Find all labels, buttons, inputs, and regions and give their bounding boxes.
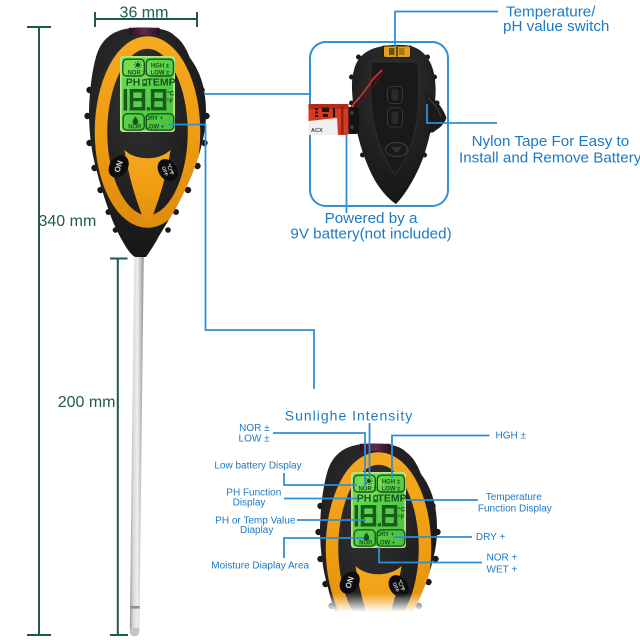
svg-text:Display: Display (233, 497, 266, 508)
svg-text:Temperature: Temperature (486, 492, 543, 503)
svg-text:36 mm: 36 mm (120, 5, 169, 22)
svg-text:DRY +: DRY + (476, 532, 506, 543)
svg-text:Temperature/: Temperature/ (506, 4, 596, 21)
svg-text:Nylon Tape For Easy to: Nylon Tape For Easy to (472, 133, 630, 150)
svg-text:PH or Temp Value: PH or Temp Value (215, 515, 296, 526)
svg-text:NOR +: NOR + (487, 552, 518, 563)
svg-text:Low battery Display: Low battery Display (214, 460, 301, 471)
svg-text:Diaplay: Diaplay (240, 525, 273, 536)
svg-text:LOW ±: LOW ± (239, 434, 271, 445)
svg-text:340 mm: 340 mm (39, 213, 97, 230)
svg-text:ACX: ACX (311, 128, 323, 134)
svg-text:Function Display: Function Display (478, 503, 552, 514)
svg-text:Powered by a: Powered by a (325, 210, 418, 227)
svg-text:WET +: WET + (487, 564, 518, 575)
svg-text:Moisture Diaplay Area: Moisture Diaplay Area (211, 560, 309, 571)
svg-text:PH Function: PH Function (226, 487, 281, 498)
svg-text:Install and Remove Battery: Install and Remove Battery (459, 150, 640, 167)
svg-text:Sunlighe Intensity: Sunlighe Intensity (285, 408, 414, 424)
svg-text:200 mm: 200 mm (58, 394, 116, 411)
svg-text:pH value switch: pH value switch (503, 18, 609, 35)
svg-text:9V battery(not included): 9V battery(not included) (290, 226, 451, 243)
svg-text:HGH ±: HGH ± (496, 431, 527, 442)
svg-text:NOR ±: NOR ± (239, 423, 270, 434)
